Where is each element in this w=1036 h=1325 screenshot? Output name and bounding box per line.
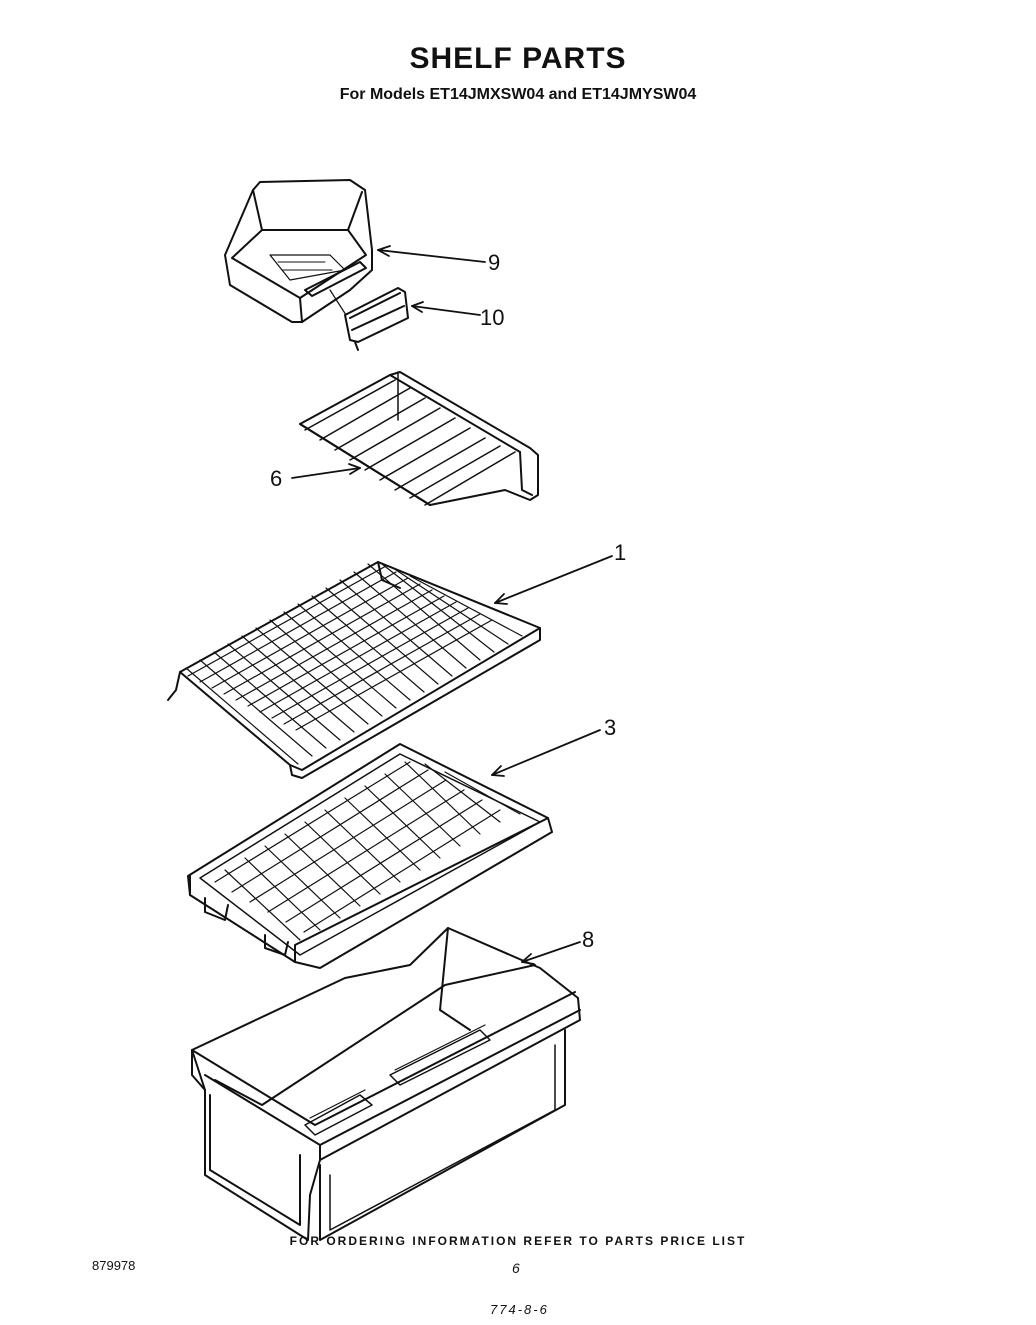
- part-6-wire-shelf: [299, 371, 539, 506]
- callout-6: 6: [270, 466, 282, 491]
- page-subtitle: For Models ET14JMXSW04 and ET14JMYSW04: [339, 86, 697, 103]
- ordering-note: FOR ORDERING INFORMATION REFER TO PARTS …: [289, 1234, 747, 1248]
- part-10-clip: [329, 287, 409, 351]
- leader-lines: [291, 245, 613, 965]
- callout-10: 10: [480, 305, 504, 330]
- handwritten-note: 774-8-6: [490, 1302, 549, 1317]
- callout-8: 8: [582, 927, 594, 952]
- callout-9: 9: [488, 250, 500, 275]
- callout-1: 1: [614, 540, 626, 565]
- part-8-crisper-drawer: [191, 927, 581, 1241]
- part-1-wire-shelf: [167, 561, 541, 779]
- page-title: SHELF PARTS: [409, 42, 627, 75]
- part-9-bin: [224, 179, 373, 323]
- document-number: 879978: [92, 1258, 136, 1273]
- part-3-shelf: [187, 743, 553, 969]
- page-number: 6: [512, 1260, 520, 1276]
- callout-3: 3: [604, 715, 616, 740]
